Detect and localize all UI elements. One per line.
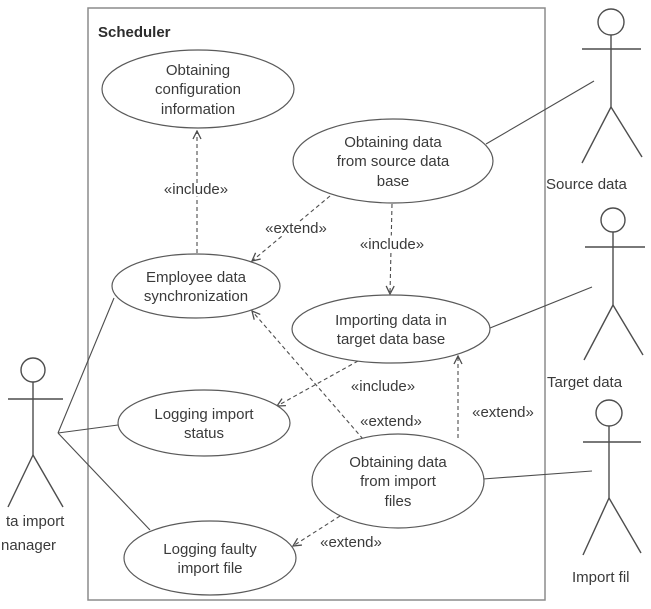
actor-import-file-label: Import fil <box>572 569 630 586</box>
actor-head <box>595 399 623 427</box>
association-manager-log-status <box>57 424 119 434</box>
usecase-label-line: files <box>385 493 412 510</box>
extend-arrow-import-files-to-employee <box>252 311 364 440</box>
usecase-label-line: Employee data <box>146 269 247 286</box>
usecase-logging-faulty-import-file: Logging faulty import file <box>123 520 297 596</box>
usecase-label-line: synchronization <box>144 288 248 305</box>
usecase-label-line: configuration <box>155 81 241 98</box>
actor-target-data-label: Target data <box>547 374 623 391</box>
usecase-logging-import-status: Logging import status <box>117 389 291 457</box>
extend-label-source-db: «extend» <box>265 220 327 237</box>
association-importing-target-actor <box>489 286 593 329</box>
extend-label-log-faulty: «extend» <box>320 534 382 551</box>
actor-right-leg <box>32 454 64 508</box>
system-label: Scheduler <box>98 24 171 41</box>
association-import-files-import-actor <box>482 470 593 480</box>
system-boundary <box>87 7 546 601</box>
actor-target-data: Target data <box>547 207 645 391</box>
usecase-label-line: Logging faulty <box>163 541 257 558</box>
actor-right-leg <box>608 497 642 554</box>
usecase-obtaining-data-from-source-data-base-shape <box>292 118 494 204</box>
usecase-importing-data-in-target-data-base-shape <box>291 294 491 364</box>
include-arrow-importing-to-log-status <box>277 360 359 406</box>
usecase-label-line: Obtaining data <box>344 134 442 151</box>
usecase-label-line: from source data <box>337 153 450 170</box>
actor-left-leg <box>582 497 610 556</box>
actor-head <box>597 8 625 36</box>
usecase-logging-import-status-shape <box>117 389 291 457</box>
usecase-obtaining-configuration-information: Obtaining configuration information <box>101 49 295 129</box>
usecase-obtaining-data-from-import-files: Obtaining data from import files <box>311 433 485 529</box>
extend-arrow-import-files-to-log-faulty <box>293 515 341 546</box>
actor-import-file: Import fil <box>572 399 642 586</box>
actor-manager-label-line: nanager <box>1 537 56 554</box>
actor-right-leg <box>612 304 644 356</box>
usecase-logging-faulty-import-file-shape <box>123 520 297 596</box>
actor-left-leg <box>581 106 612 164</box>
actor-head <box>20 357 46 383</box>
usecase-obtaining-configuration-information-shape <box>101 49 295 129</box>
usecase-label-line: Logging import <box>154 406 254 423</box>
stereotype-labels: «include» «extend» «include» «include» «… <box>161 179 536 554</box>
extend-arrow-source-db-to-employee <box>252 195 331 261</box>
actor-right-leg <box>610 106 643 158</box>
association-manager-log-faulty <box>57 432 151 531</box>
usecase-employee-data-synchronization-shape <box>111 253 281 319</box>
association-source-db-source-actor <box>485 80 595 145</box>
usecase-label-line: from import <box>360 473 437 490</box>
usecase-label-line: base <box>377 173 410 190</box>
include-label-importing: «include» <box>360 236 424 253</box>
usecase-employee-data-synchronization: Employee data synchronization <box>111 253 281 319</box>
usecase-obtaining-data-from-source-data-base: Obtaining data from source data base <box>292 118 494 204</box>
usecase-importing-data-in-target-data-base: Importing data in target data base <box>291 294 491 364</box>
actor-head <box>600 207 626 233</box>
usecase-label-line: target data base <box>337 331 445 348</box>
actor-manager-label-line: ta import <box>6 513 65 530</box>
actor-left-leg <box>7 454 34 508</box>
usecase-obtaining-data-from-import-files-shape <box>311 433 485 529</box>
actor-data-import-manager: ta import nanager <box>1 357 65 554</box>
include-label-config: «include» <box>164 181 228 198</box>
include-label-log-status: «include» <box>351 378 415 395</box>
actor-left-leg <box>583 304 614 361</box>
extend-label-importing: «extend» <box>472 404 534 421</box>
usecase-label-line: Obtaining data <box>349 454 447 471</box>
actor-source-data-label: Source data <box>546 176 628 193</box>
association-lines <box>57 80 595 531</box>
actor-source-data: Source data <box>546 8 643 193</box>
usecase-label-line: Obtaining <box>166 62 230 79</box>
usecase-label-line: status <box>184 425 224 442</box>
extend-label-employee: «extend» <box>360 413 422 430</box>
include-arrow-source-db-to-importing <box>390 203 392 294</box>
association-manager-employee-sync <box>57 297 115 434</box>
usecase-label-line: information <box>161 101 235 118</box>
usecase-label-line: import file <box>177 560 242 577</box>
usecase-label-line: Importing data in <box>335 312 447 329</box>
dependency-arrows <box>197 131 458 546</box>
